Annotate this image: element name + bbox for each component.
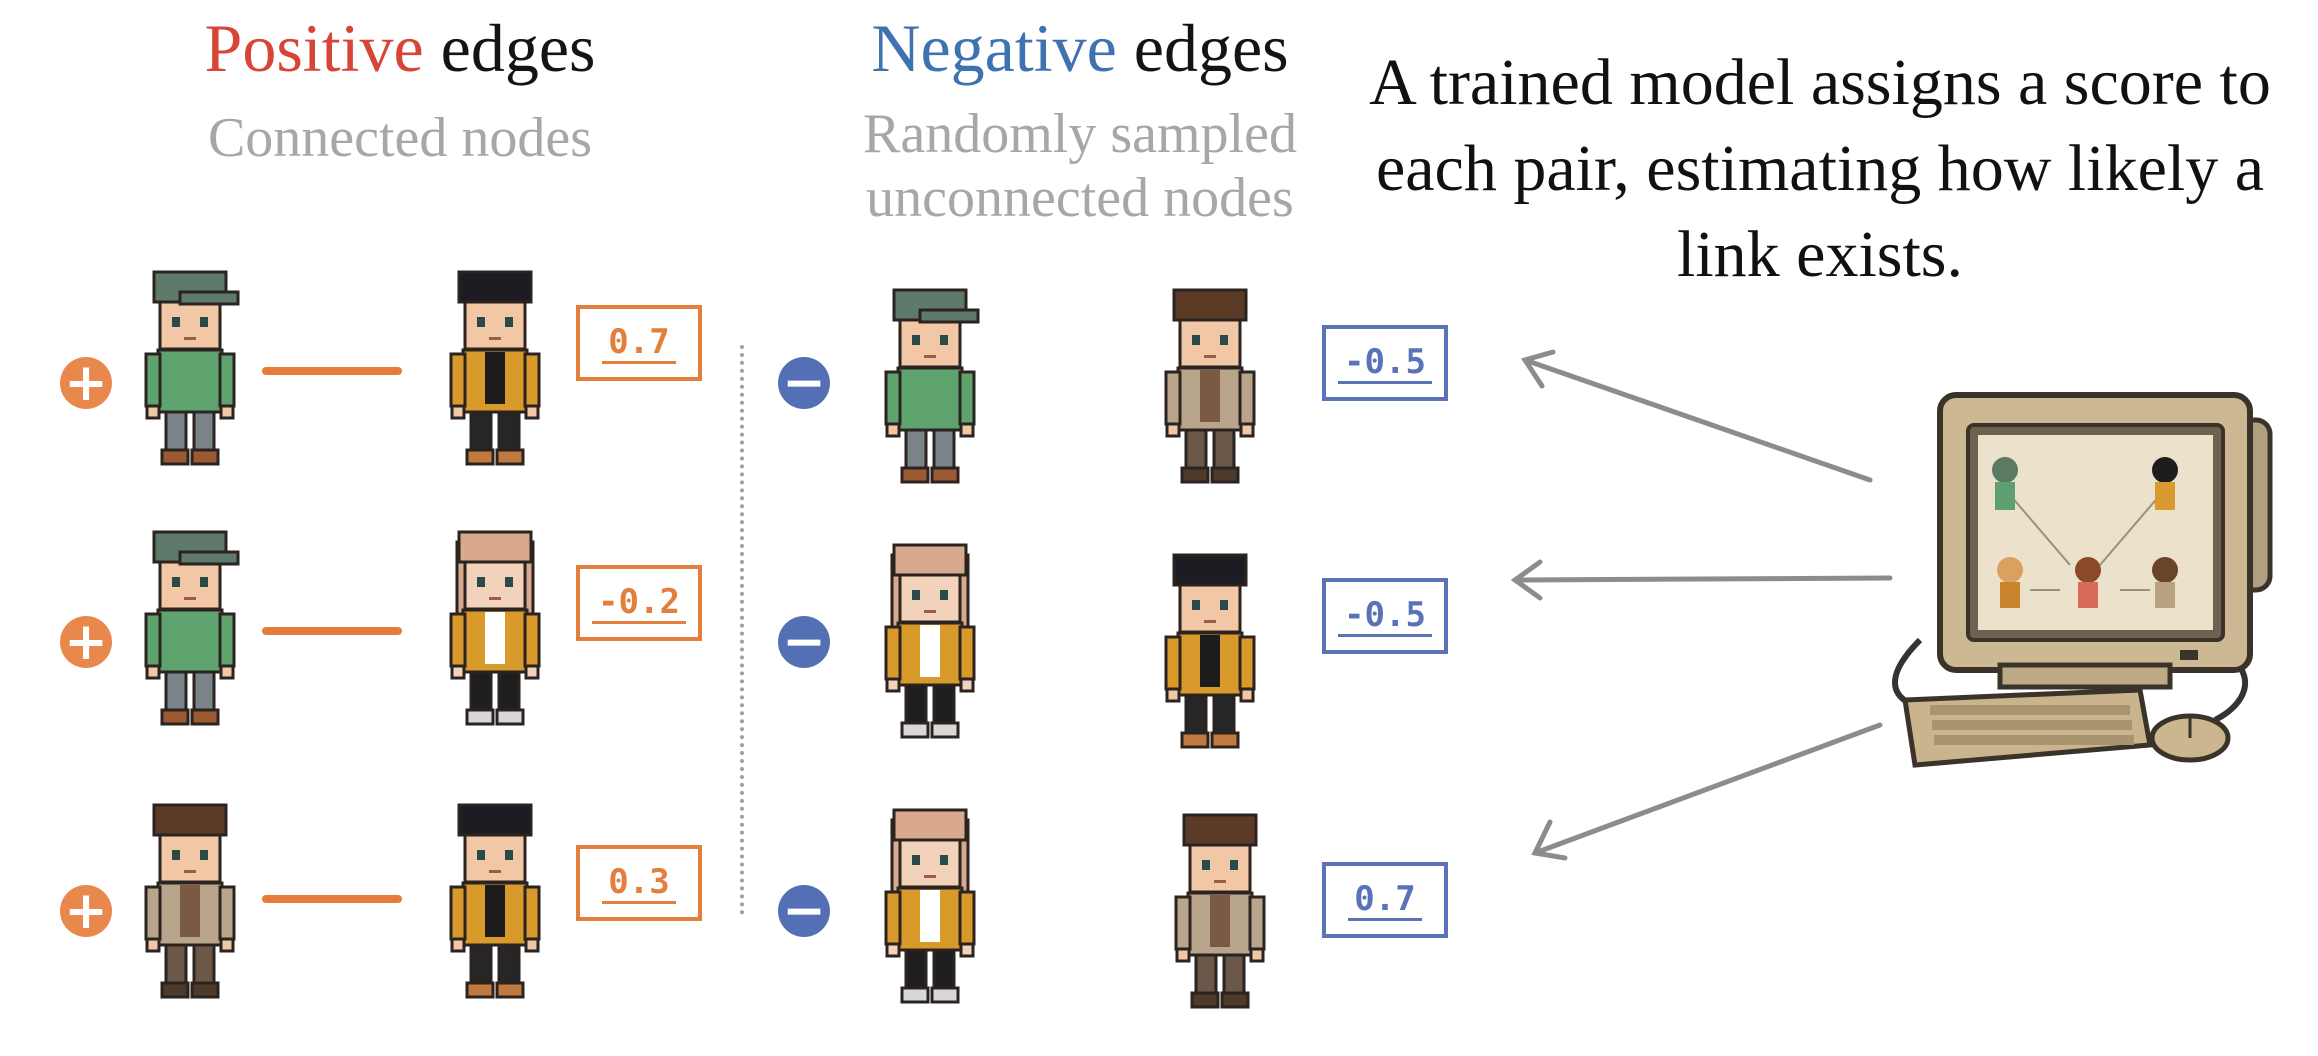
positive-score-box: 0.7: [576, 305, 702, 381]
positive-subtitle: Connected nodes: [207, 107, 593, 169]
blonde-girl-avatar: [435, 522, 555, 732]
character-sprite-icon: [449, 530, 541, 726]
character-sprite-icon: [449, 803, 541, 999]
positive-score-box: -0.2: [576, 565, 702, 641]
character-sprite-icon: [884, 288, 980, 484]
positive-edges-title: Positive edges: [150, 8, 650, 88]
arrow-line: [1522, 357, 1873, 483]
negative-score-box: -0.5: [1322, 325, 1448, 401]
positive-edges-header: Positive edges Connected nodes: [150, 8, 650, 170]
model-caption: A trained model assigns a score to each …: [1369, 46, 2271, 291]
arrow-head-icon: [1510, 559, 1543, 601]
score-value: -0.5: [1338, 596, 1432, 637]
negative-subtitle: Randomly sampled unconnected nodes: [863, 103, 1297, 229]
negative-edges-header: Negative edges Randomly sampled unconnec…: [830, 8, 1330, 230]
computer-icon: [1892, 392, 2273, 723]
negative-edges-title: Negative edges: [830, 8, 1330, 88]
green-cap-boy-avatar: [130, 262, 250, 472]
plus-badge-icon: +: [60, 885, 112, 937]
character-sprite-icon: [144, 530, 240, 726]
character-sprite-icon: [1174, 813, 1266, 1009]
black-hair-yellow-jacket-avatar: [435, 262, 555, 472]
character-sprite-icon: [1164, 288, 1256, 484]
score-value: -0.2: [592, 583, 686, 624]
arrow-line: [1532, 722, 1883, 856]
minus-badge-icon: −: [778, 357, 830, 409]
positive-edges-word: edges: [440, 10, 596, 86]
brown-hair-trench-coat-avatar: [130, 795, 250, 1005]
negative-edges-word: edges: [1133, 10, 1289, 86]
mouse-icon: [2149, 713, 2231, 763]
blonde-girl-avatar: [870, 535, 990, 745]
score-value: -0.5: [1338, 343, 1432, 384]
brown-hair-trench-coat-avatar: [1150, 280, 1270, 490]
arrow-head-icon: [1521, 349, 1556, 389]
black-hair-yellow-jacket-avatar: [435, 795, 555, 1005]
brown-hair-trench-coat-avatar: [1160, 805, 1280, 1015]
negative-word: Negative: [871, 10, 1117, 86]
character-sprite-icon: [1164, 553, 1256, 749]
score-value: 0.3: [602, 863, 676, 904]
green-cap-boy-avatar: [870, 280, 990, 490]
positive-word: Positive: [204, 10, 424, 86]
arrow-head-icon: [1531, 819, 1568, 861]
character-sprite-icon: [884, 543, 976, 739]
plus-badge-icon: +: [60, 357, 112, 409]
black-hair-yellow-jacket-avatar: [1150, 545, 1270, 755]
positive-score-box: 0.3: [576, 845, 702, 921]
section-divider: [740, 345, 744, 915]
positive-edge-line: [262, 627, 402, 635]
negative-score-box: -0.5: [1322, 578, 1448, 654]
character-sprite-icon: [884, 808, 976, 1004]
minus-badge-icon: −: [778, 885, 830, 937]
arrow-line: [1512, 575, 1893, 583]
negative-score-box: 0.7: [1322, 862, 1448, 938]
plus-badge-icon: +: [60, 616, 112, 668]
positive-edge-line: [262, 895, 402, 903]
green-cap-boy-avatar: [130, 522, 250, 732]
character-sprite-icon: [449, 270, 541, 466]
minus-badge-icon: −: [778, 616, 830, 668]
score-value: 0.7: [1348, 880, 1422, 921]
character-sprite-icon: [144, 270, 240, 466]
blonde-girl-avatar: [870, 800, 990, 1010]
keyboard-icon: [1902, 687, 2153, 768]
score-value: 0.7: [602, 323, 676, 364]
positive-edge-line: [262, 367, 402, 375]
character-sprite-icon: [144, 803, 236, 999]
